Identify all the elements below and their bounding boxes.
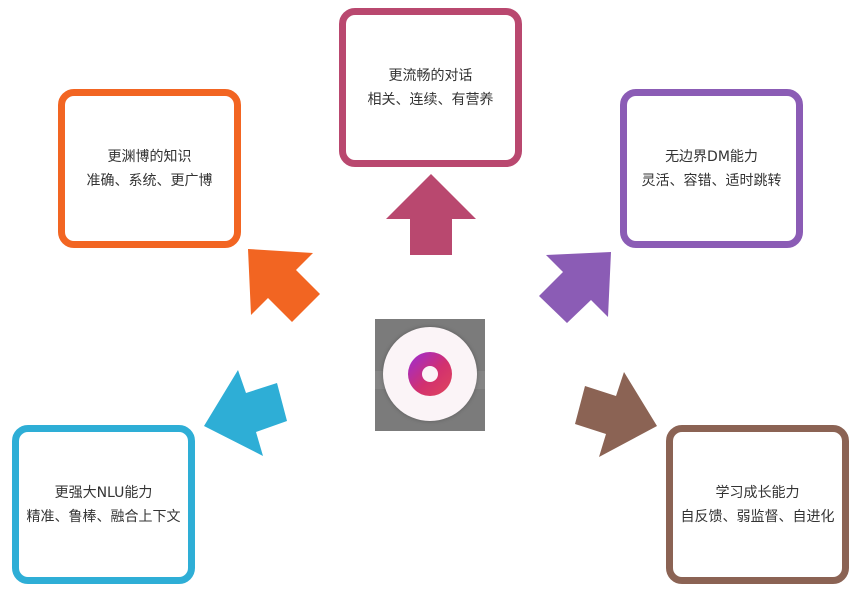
arrow-up-dialogue xyxy=(386,174,476,255)
learning-subtitle: 自反馈、弱监督、自进化 xyxy=(680,508,835,525)
dm-subtitle: 灵活、容错、适时跳转 xyxy=(641,172,782,189)
dm-box: 无边界DM能力 灵活、容错、适时跳转 xyxy=(620,89,803,248)
nlu-subtitle: 精准、鲁棒、融合上下文 xyxy=(26,508,181,525)
nlu-title: 更强大NLU能力 xyxy=(54,484,153,501)
learning-box: 学习成长能力 自反馈、弱监督、自进化 xyxy=(666,425,849,584)
dialogue-title: 更流畅的对话 xyxy=(388,67,473,84)
center-logo-panel xyxy=(375,319,485,431)
arrow-upper-right-dm xyxy=(539,252,611,323)
arrow-lower-left-nlu xyxy=(204,370,287,456)
arrow-upper-left-knowledge xyxy=(248,249,320,322)
assistant-logo-icon xyxy=(383,327,477,421)
knowledge-title: 更渊博的知识 xyxy=(107,148,192,165)
dm-title: 无边界DM能力 xyxy=(665,148,758,165)
knowledge-box: 更渊博的知识 准确、系统、更广博 xyxy=(58,89,241,248)
logo-ring xyxy=(408,352,452,396)
nlu-box: 更强大NLU能力 精准、鲁棒、融合上下文 xyxy=(12,425,195,584)
arrow-lower-right-learning xyxy=(575,372,657,457)
learning-title: 学习成长能力 xyxy=(715,484,800,501)
dialogue-subtitle: 相关、连续、有营养 xyxy=(367,91,494,108)
knowledge-subtitle: 准确、系统、更广博 xyxy=(86,172,213,189)
dialogue-box: 更流畅的对话 相关、连续、有营养 xyxy=(339,8,522,167)
logo-hole xyxy=(422,366,438,382)
